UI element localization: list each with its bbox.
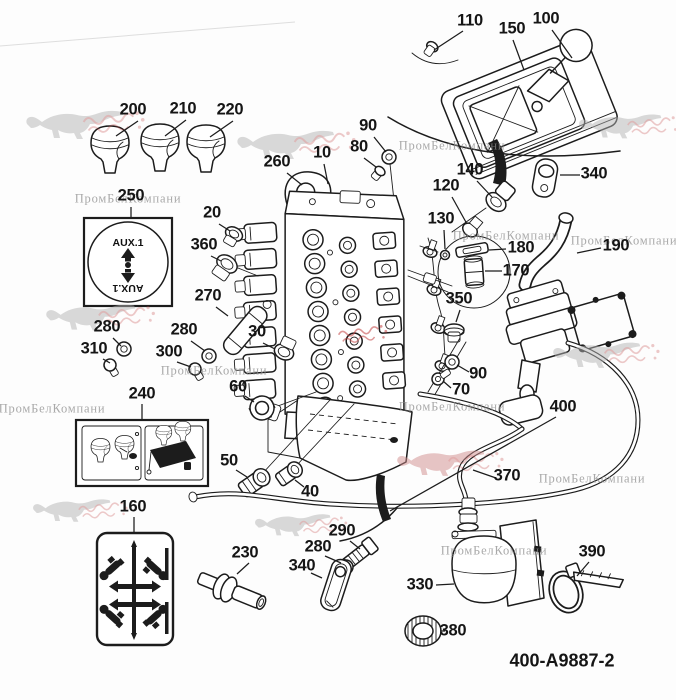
leader-line-180	[488, 248, 507, 251]
leader-line-290	[349, 540, 361, 550]
leader-line-20	[218, 223, 231, 232]
washer-90-right	[444, 354, 460, 370]
pilot-valve-assembly	[498, 212, 637, 426]
fitting-120	[462, 215, 484, 238]
line-art: AUX.1 AUX.1	[74, 28, 641, 647]
leader-line-70	[442, 380, 452, 389]
leader-line-350	[455, 309, 461, 323]
drawing-number: 400-A9887-2	[509, 650, 615, 671]
ballstud-300	[188, 362, 204, 381]
leader-line-130	[443, 229, 446, 250]
hose-400	[188, 340, 641, 509]
mounting-bracket	[267, 395, 413, 482]
leader-line-280	[190, 340, 206, 352]
damper-270	[222, 299, 272, 356]
leader-line-270	[215, 306, 229, 317]
pointer-wedge-2	[375, 474, 391, 522]
fitting-50	[237, 467, 271, 498]
fitting-30	[273, 335, 297, 361]
accumulator-330	[451, 497, 545, 607]
stud-70	[431, 368, 451, 386]
leader-line-390	[576, 561, 590, 577]
strap-340-bottom	[320, 558, 352, 612]
plug-350	[443, 323, 465, 343]
callout-leader-lines	[102, 29, 602, 632]
ring-380	[404, 615, 442, 647]
leader-line-90	[373, 136, 387, 153]
leader-line-360	[210, 255, 222, 262]
leader-line-200	[115, 120, 139, 137]
leader-line-90	[456, 364, 470, 373]
leader-line-50	[235, 469, 248, 478]
plug-140	[485, 180, 516, 213]
leader-line-400	[389, 416, 557, 512]
control-panel-100	[387, 28, 621, 186]
leader-line-150	[512, 39, 525, 71]
leader-line-340	[310, 572, 323, 579]
leader-line-220	[209, 120, 234, 138]
pin-230	[196, 572, 267, 611]
leader-line-280	[112, 337, 122, 347]
fitting-60	[248, 395, 282, 422]
fitting-360	[211, 254, 238, 282]
leader-line-140	[476, 180, 493, 198]
aux-label-bottom: AUX.1	[112, 282, 143, 294]
leopard-watermark	[397, 450, 485, 476]
leopard-watermark	[255, 514, 331, 537]
leader-line-10	[323, 163, 329, 185]
decal-160	[94, 531, 175, 647]
leader-line-110	[433, 30, 464, 51]
leader-line-280	[324, 555, 342, 564]
leader-line-300	[176, 361, 192, 368]
leader-line-60	[244, 395, 255, 403]
leader-line-190	[576, 247, 602, 254]
detail-bubble-180-170	[437, 235, 511, 309]
leader-line-310	[102, 358, 111, 364]
leader-line-210	[164, 119, 187, 137]
link-340-top	[531, 158, 559, 198]
leader-line-80	[363, 157, 377, 168]
aux-label-top: AUX.1	[113, 237, 144, 249]
fitting-40	[274, 461, 304, 487]
decal-240	[74, 418, 210, 488]
leopard-watermark	[46, 304, 136, 331]
leader-line-40	[294, 479, 305, 488]
leader-line-30	[262, 342, 276, 350]
leader-line-120	[451, 196, 468, 225]
leader-line-260	[286, 172, 303, 186]
leopard-watermark	[33, 499, 111, 522]
leader-line-330	[435, 583, 455, 586]
cable-tie-390	[548, 562, 624, 614]
leader-line-100	[551, 29, 573, 59]
decal-250: AUX.1 AUX.1	[82, 216, 174, 308]
knobs-200-210-220	[90, 123, 226, 174]
pointer-wedge	[488, 139, 507, 186]
leader-line-230	[236, 562, 250, 575]
leader-line-370	[472, 469, 497, 479]
